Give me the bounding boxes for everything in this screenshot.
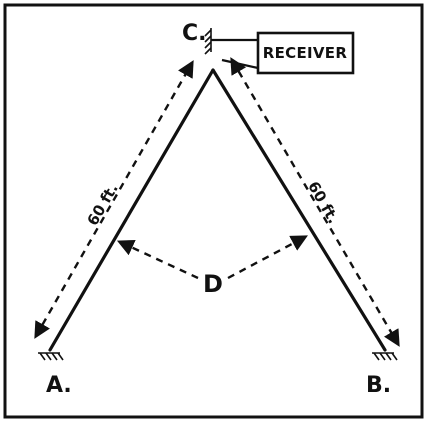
distance-label-right: 60 ft. (304, 178, 342, 226)
antenna-leg-right (211, 68, 387, 352)
measure-line-left (34, 60, 194, 339)
receiver-box: RECEIVER (256, 31, 355, 75)
receiver-label: RECEIVER (263, 44, 348, 62)
receiver-wire-antenna (221, 58, 259, 70)
point-label-b: B. (366, 373, 391, 398)
measure-line-right (230, 57, 400, 347)
d-pointer-left (116, 240, 199, 280)
point-label-c: C. (182, 21, 207, 46)
antenna-leg-left (48, 68, 215, 352)
ground-symbol-b (372, 352, 398, 361)
d-pointer-right (227, 235, 308, 280)
diagram-frame (3, 3, 424, 419)
ground-symbol-a (38, 352, 64, 361)
ground-symbol-c (204, 28, 212, 55)
distance-label-left: 60 ft. (84, 180, 122, 228)
angle-label-d: D (203, 270, 223, 298)
point-label-a: A. (46, 373, 72, 398)
